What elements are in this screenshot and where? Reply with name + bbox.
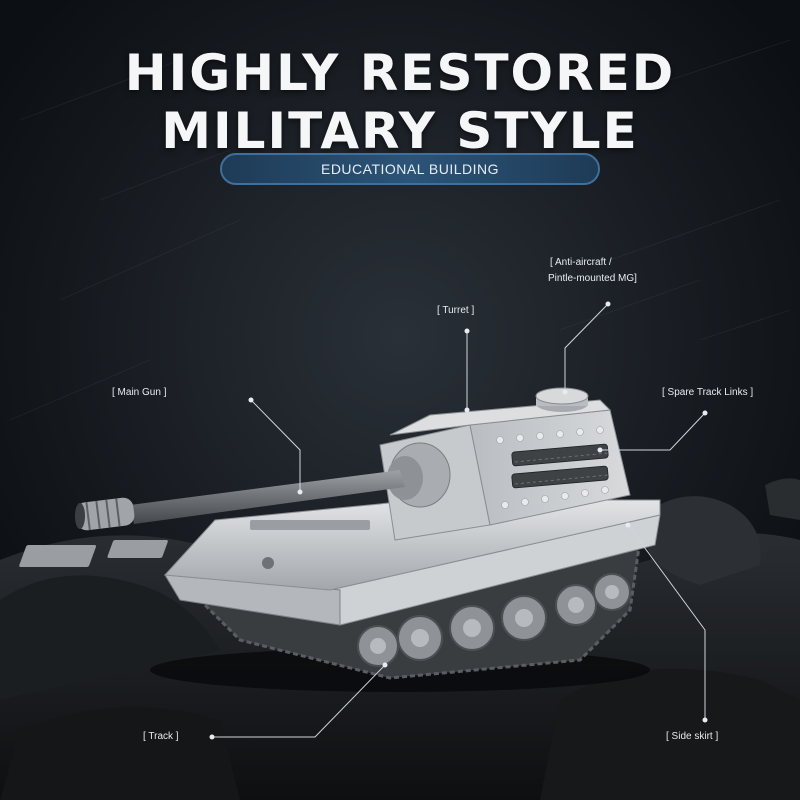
callout-track: [ Track ] <box>143 731 179 742</box>
callout-main-gun: [ Main Gun ] <box>112 387 167 398</box>
scratch-texture <box>9 39 791 421</box>
headline-line-2: MILITARY STYLE <box>161 102 639 160</box>
casemate-studs <box>496 426 609 509</box>
main-gun-leader <box>250 399 301 492</box>
callout-turret: [ Turret ] <box>437 305 475 316</box>
callout-spare-track-links: [ Spare Track Links ] <box>662 387 754 398</box>
callout-lines <box>212 303 706 738</box>
spare-track-links <box>511 443 609 489</box>
callout-side-skirt: [ Side skirt ] <box>666 731 719 742</box>
track-leader <box>212 664 386 738</box>
gun-mantlet <box>387 442 451 508</box>
callout-antiaircraft-line-1: [ Anti-aircraft / <box>550 257 612 268</box>
educational-building-badge: EDUCATIONAL BUILDING <box>220 153 600 185</box>
headline: HIGHLY RESTORED MILITARY STYLE <box>0 44 800 160</box>
deck-details <box>19 520 370 569</box>
callout-dots <box>209 301 708 740</box>
main-gun-barrel <box>75 470 405 531</box>
spare-track-leader <box>600 412 706 451</box>
tank-model <box>19 387 661 692</box>
headline-line-1: HIGHLY RESTORED <box>124 44 676 102</box>
antiaircraft-leader <box>564 303 609 392</box>
side-skirt-leader <box>627 524 706 720</box>
callout-antiaircraft: [ Anti-aircraft / Pintle-mounted MG] <box>548 256 637 286</box>
callout-antiaircraft-line-2: Pintle-mounted MG] <box>548 273 637 284</box>
pintle-mg-cupola <box>535 387 589 412</box>
